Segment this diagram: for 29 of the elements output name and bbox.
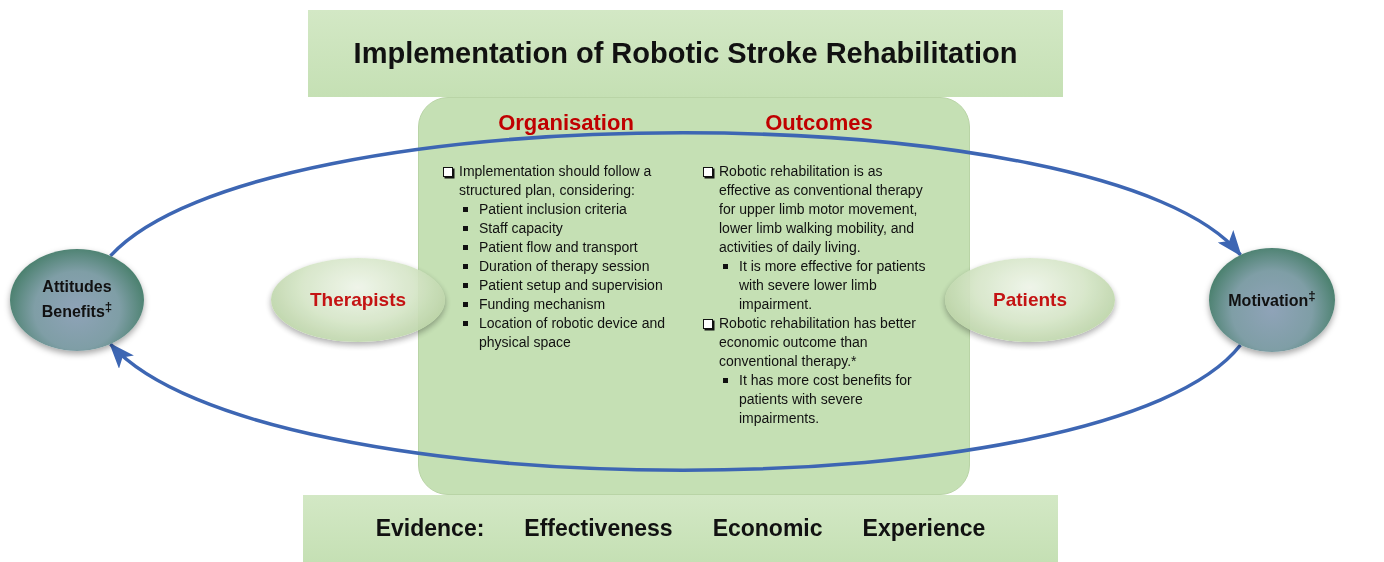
dark-ellipse — [1209, 248, 1335, 352]
evidence-item: Experience — [862, 515, 986, 542]
column-heading: Organisation — [497, 110, 635, 136]
sub-bullet-text: It has more cost benefits for patients with severe impairments. — [701, 371, 937, 428]
sub-bullet-text: Patient setup and supervision — [441, 276, 691, 295]
dark-ellipse — [10, 249, 144, 351]
bullet-text: Robotic rehabilitation has better economic outcome than conventional therapy.* — [701, 314, 937, 371]
sub-bullet-text: Patient flow and transport — [441, 238, 691, 257]
curved-arrow — [108, 342, 1242, 472]
sub-bullet-text: Staff capacity — [441, 219, 691, 238]
bullet-text: Implementation should follow a structured plan, considering: — [441, 162, 691, 200]
title-text: Implementation of Robotic Stroke Rehabilitation — [353, 37, 1018, 70]
evidence-item: Effectiveness — [524, 515, 673, 542]
ellipse-label: Therapists — [309, 287, 407, 312]
evidence-item: Economic — [712, 515, 823, 542]
sub-bullet-text: Funding mechanism — [441, 295, 691, 314]
sub-bullet-text: Duration of therapy session — [441, 257, 691, 276]
sub-bullet-text: Location of robotic device and physical space — [441, 314, 691, 352]
bullet-text: Robotic rehabilitation is as effective as conventional therapy for upper limb motor movement, lower limb walking mobility, and activities of daily living. — [701, 162, 937, 257]
sub-bullet-text: It is more effective for patients with severe lower limb impairment. — [701, 257, 937, 314]
evidence-banner — [303, 495, 1058, 562]
evidence-label: Evidence: — [375, 515, 485, 542]
curved-arrow — [109, 131, 1243, 258]
sub-bullet-text: Patient inclusion criteria — [441, 200, 691, 219]
ellipse-label: Patients — [993, 287, 1067, 312]
title-banner — [308, 10, 1063, 97]
column-heading: Outcomes — [764, 110, 874, 136]
ellipse-label: Attitudes Benefits$^{‡}$ — [40, 277, 114, 323]
ellipse-label: Motivation$^{‡}$ — [1227, 287, 1317, 312]
